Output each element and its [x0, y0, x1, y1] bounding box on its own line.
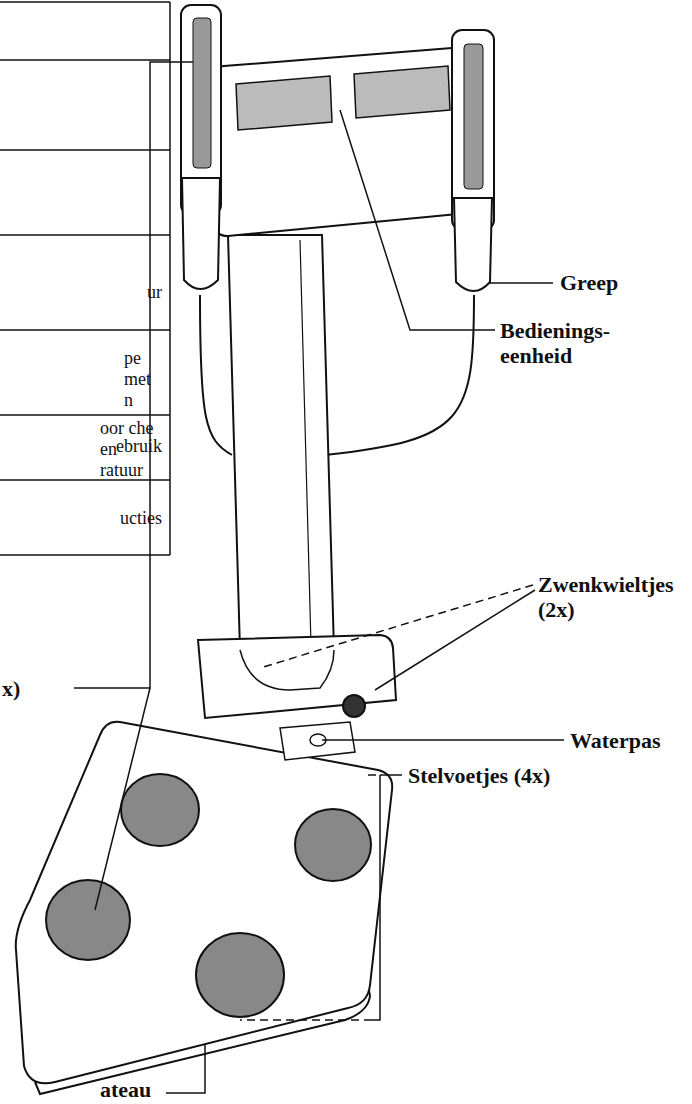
part-label: ateau — [100, 1077, 151, 1102]
part-label: Zwenkwieltjes (2x) — [538, 572, 688, 622]
column — [228, 235, 334, 650]
base-block — [198, 635, 396, 718]
table-cell: ur — [147, 282, 162, 303]
part-label: x) — [2, 676, 20, 701]
table-cell: ebruik — [116, 436, 162, 457]
table-grid — [0, 2, 170, 555]
leader-lines — [74, 62, 564, 1093]
column-edge — [300, 240, 311, 645]
part-label: Greep — [560, 270, 618, 295]
column-foot — [240, 650, 334, 690]
platform — [16, 722, 392, 1084]
table-cell: ucties — [120, 508, 162, 529]
foot-electrodes — [46, 774, 371, 1017]
part-label: Stelvoetjes (4x) — [408, 763, 550, 788]
level-recess — [280, 722, 355, 760]
caster-wheel — [343, 695, 365, 717]
handles — [181, 5, 494, 291]
part-label: Bedienings- eenheid — [500, 318, 632, 368]
display-right — [354, 66, 450, 118]
control-unit-front — [210, 160, 472, 236]
display-left — [236, 76, 332, 130]
table-cell: pe met n — [124, 348, 162, 411]
dashed-leaders — [240, 585, 533, 1020]
part-label: Waterpas — [570, 728, 660, 753]
